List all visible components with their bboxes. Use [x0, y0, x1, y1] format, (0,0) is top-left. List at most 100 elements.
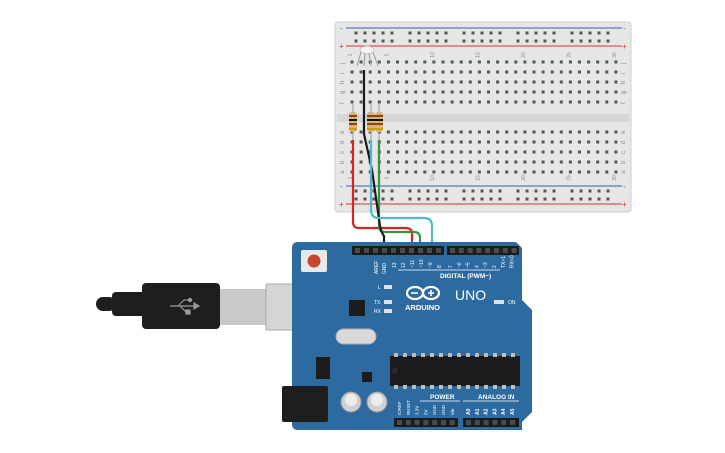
rail-hole[interactable]	[525, 197, 529, 201]
terminal-hole[interactable]	[523, 80, 527, 84]
terminal-hole[interactable]	[359, 80, 363, 84]
terminal-hole[interactable]	[559, 150, 563, 154]
terminal-hole[interactable]	[541, 90, 545, 94]
terminal-hole[interactable]	[514, 60, 518, 64]
terminal-hole[interactable]	[596, 100, 600, 104]
terminal-hole[interactable]	[459, 90, 463, 94]
terminal-hole[interactable]	[578, 130, 581, 134]
terminal-hole[interactable]	[605, 70, 609, 74]
rail-hole[interactable]	[354, 31, 358, 35]
terminal-hole[interactable]	[386, 90, 390, 94]
terminal-hole[interactable]	[568, 160, 572, 164]
rail-hole[interactable]	[588, 31, 592, 35]
rail-hole[interactable]	[606, 39, 610, 43]
terminal-hole[interactable]	[350, 80, 354, 84]
terminal-hole[interactable]	[414, 70, 418, 74]
rail-hole[interactable]	[354, 197, 358, 201]
terminal-hole[interactable]	[386, 160, 390, 164]
rail-hole[interactable]	[489, 31, 493, 35]
terminal-hole[interactable]	[596, 130, 600, 134]
rail-hole[interactable]	[579, 31, 583, 35]
terminal-hole[interactable]	[468, 60, 472, 64]
terminal-hole[interactable]	[568, 150, 572, 154]
rail-hole[interactable]	[525, 39, 529, 43]
terminal-hole[interactable]	[405, 160, 409, 164]
terminal-hole[interactable]	[523, 160, 527, 164]
rail-hole[interactable]	[363, 189, 367, 193]
terminal-hole[interactable]	[477, 70, 481, 74]
rail-hole[interactable]	[597, 189, 601, 193]
terminal-hole[interactable]	[587, 170, 591, 174]
rail-hole[interactable]	[597, 197, 601, 201]
header-pin[interactable]	[467, 248, 473, 253]
rail-hole[interactable]	[444, 39, 448, 43]
terminal-hole[interactable]	[587, 140, 591, 144]
terminal-hole[interactable]	[377, 70, 381, 74]
rail-hole[interactable]	[552, 39, 556, 43]
terminal-hole[interactable]	[550, 140, 554, 144]
header-pin[interactable]	[382, 248, 387, 253]
terminal-hole[interactable]	[423, 130, 427, 134]
header-pin[interactable]	[483, 420, 489, 425]
terminal-hole[interactable]	[432, 60, 436, 64]
terminal-hole[interactable]	[441, 60, 445, 64]
rail-hole[interactable]	[471, 189, 475, 193]
rail-hole[interactable]	[417, 189, 421, 193]
terminal-hole[interactable]	[514, 90, 518, 94]
terminal-hole[interactable]	[550, 60, 554, 64]
terminal-hole[interactable]	[523, 150, 527, 154]
terminal-hole[interactable]	[487, 90, 490, 94]
rail-hole[interactable]	[435, 197, 439, 201]
terminal-hole[interactable]	[405, 140, 409, 144]
terminal-hole[interactable]	[359, 140, 363, 144]
terminal-hole[interactable]	[477, 140, 481, 144]
terminal-hole[interactable]	[505, 70, 509, 74]
rail-hole[interactable]	[435, 39, 439, 43]
terminal-hole[interactable]	[559, 160, 563, 164]
rail-hole[interactable]	[570, 189, 574, 193]
rail-hole[interactable]	[588, 197, 592, 201]
terminal-hole[interactable]	[587, 100, 591, 104]
terminal-hole[interactable]	[477, 100, 481, 104]
terminal-hole[interactable]	[405, 70, 409, 74]
rail-hole[interactable]	[597, 39, 601, 43]
terminal-hole[interactable]	[441, 70, 445, 74]
terminal-hole[interactable]	[496, 100, 500, 104]
terminal-hole[interactable]	[550, 70, 554, 74]
header-pin[interactable]	[474, 420, 480, 425]
rail-hole[interactable]	[543, 189, 547, 193]
terminal-hole[interactable]	[414, 140, 418, 144]
terminal-hole[interactable]	[359, 160, 363, 164]
terminal-hole[interactable]	[568, 170, 572, 174]
terminal-hole[interactable]	[532, 160, 536, 164]
terminal-hole[interactable]	[450, 80, 454, 84]
terminal-hole[interactable]	[468, 170, 472, 174]
terminal-hole[interactable]	[432, 140, 436, 144]
terminal-hole[interactable]	[514, 100, 518, 104]
rail-hole[interactable]	[552, 197, 556, 201]
terminal-hole[interactable]	[578, 100, 581, 104]
terminal-hole[interactable]	[587, 70, 591, 74]
rail-hole[interactable]	[606, 197, 610, 201]
terminal-hole[interactable]	[487, 130, 490, 134]
terminal-hole[interactable]	[423, 100, 427, 104]
rail-hole[interactable]	[543, 31, 547, 35]
reset-button-cap[interactable]	[307, 254, 321, 268]
terminal-hole[interactable]	[459, 140, 463, 144]
rail-hole[interactable]	[471, 31, 475, 35]
rail-hole[interactable]	[534, 197, 538, 201]
header-pin[interactable]	[492, 420, 498, 425]
terminal-hole[interactable]	[505, 170, 509, 174]
terminal-hole[interactable]	[405, 90, 409, 94]
header-pin[interactable]	[501, 420, 507, 425]
terminal-hole[interactable]	[468, 130, 472, 134]
terminal-hole[interactable]	[605, 150, 609, 154]
rail-hole[interactable]	[534, 39, 538, 43]
terminal-hole[interactable]	[505, 140, 509, 144]
terminal-hole[interactable]	[423, 60, 427, 64]
wire-cyan[interactable]	[369, 140, 434, 252]
terminal-hole[interactable]	[432, 170, 436, 174]
rail-hole[interactable]	[408, 197, 412, 201]
terminal-hole[interactable]	[568, 80, 572, 84]
terminal-hole[interactable]	[496, 90, 500, 94]
